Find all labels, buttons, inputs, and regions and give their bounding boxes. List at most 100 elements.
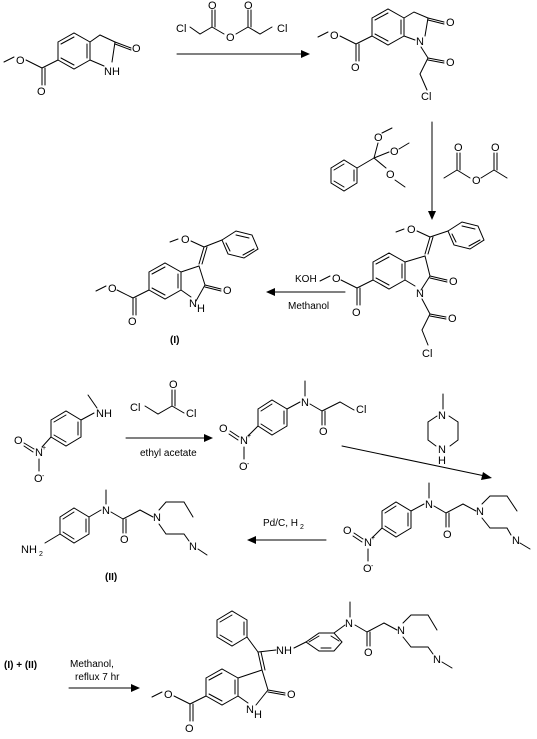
- charge-plus: +: [247, 433, 251, 440]
- reagent-methanol: Methanol: [288, 301, 329, 312]
- reaction-arrow-6: [247, 536, 327, 544]
- atom-N: N: [438, 444, 446, 456]
- chloroacetamide-intermediate: N O Cl N + O O -: [219, 380, 366, 473]
- reagent-koh: KOH: [295, 274, 317, 285]
- atom-O: O: [446, 57, 455, 69]
- atom-O: O: [330, 30, 339, 42]
- n-methyl-4-nitroaniline: NH N + O O -: [14, 394, 112, 485]
- n-chloroacetyl-oxindole: O N O Cl O O: [317, 8, 455, 103]
- atom-N: N: [512, 535, 520, 547]
- atom-N: N: [364, 537, 372, 549]
- atom-Cl: Cl: [422, 348, 432, 360]
- compound-label-I: (I): [170, 335, 179, 346]
- atom-N: N: [246, 704, 254, 716]
- atom-H: H: [112, 66, 120, 78]
- atom-N: N: [397, 625, 405, 637]
- atom-N: N: [240, 435, 248, 447]
- charge-plus: +: [371, 535, 375, 542]
- atom-O: O: [364, 647, 373, 659]
- reaction-arrow-2: [428, 121, 436, 220]
- atom-O: O: [34, 473, 43, 485]
- atom-O: O: [454, 142, 463, 154]
- atom-H: H: [254, 709, 262, 721]
- atom-Cl: Cl: [277, 23, 287, 35]
- atom-O: O: [185, 723, 194, 735]
- atom-O: O: [132, 43, 141, 55]
- subscript-2: 2: [39, 551, 43, 558]
- atom-O: O: [374, 132, 383, 144]
- charge-minus: -: [247, 461, 250, 468]
- atom-N: N: [438, 410, 446, 422]
- atom-O: O: [226, 32, 235, 44]
- atom-N: N: [102, 505, 110, 517]
- atom-N: N: [425, 499, 433, 511]
- atom-O: O: [219, 423, 228, 435]
- atom-O: O: [239, 461, 248, 473]
- atom-O: O: [14, 435, 23, 447]
- atom-NH: NH: [21, 544, 37, 556]
- atom-NH: NH: [96, 408, 112, 420]
- atom-O: O: [472, 175, 481, 187]
- acetic-anhydride: O O O: [443, 142, 508, 187]
- atom-Cl: Cl: [176, 23, 186, 35]
- reagent-methanol-reflux-1: Methanol,: [70, 659, 114, 670]
- atom-O: O: [390, 146, 399, 158]
- reagent-ethyl-acetate: ethyl acetate: [140, 448, 197, 459]
- reactants-I-plus-II: (I) + (II): [4, 660, 37, 671]
- compound-label-II: (II): [105, 572, 117, 583]
- atom-O: O: [16, 55, 25, 67]
- atom-Cl: Cl: [356, 404, 366, 416]
- atom-O: O: [351, 62, 360, 74]
- atom-N: N: [189, 541, 197, 553]
- atom-O: O: [164, 689, 173, 701]
- compound-II-structure: N O N N NH 2: [21, 489, 208, 558]
- charge-plus: +: [42, 445, 46, 452]
- atom-O: O: [363, 563, 372, 575]
- atom-N: N: [35, 447, 43, 459]
- reaction-arrow-7: [68, 684, 140, 692]
- atom-O: O: [491, 142, 500, 154]
- atom-O: O: [386, 169, 395, 181]
- atom-O: O: [169, 379, 178, 391]
- atom-N: N: [416, 36, 424, 48]
- methyl-oxindole-carboxylate: O N H O O: [3, 32, 141, 98]
- atom-Cl: Cl: [421, 91, 431, 103]
- charge-minus: -: [371, 563, 374, 570]
- atom-N: N: [433, 654, 441, 666]
- atom-O: O: [407, 224, 416, 236]
- atom-O: O: [443, 529, 452, 541]
- reaction-arrow-5: [341, 445, 492, 480]
- atom-O: O: [448, 313, 457, 325]
- trimethyl-orthobenzoate: O O O: [330, 127, 410, 192]
- atom-N: N: [345, 618, 353, 630]
- atom-O: O: [128, 316, 137, 328]
- chloroacetyl-chloride: Cl O Cl: [130, 379, 196, 420]
- atom-O: O: [446, 17, 455, 29]
- atom-O: O: [208, 0, 217, 12]
- atom-Cl: Cl: [186, 408, 196, 420]
- atom-O: O: [449, 276, 458, 288]
- atom-O: O: [181, 234, 190, 246]
- atom-O: O: [108, 283, 117, 295]
- atom-H: H: [197, 303, 205, 315]
- n-methylpiperazine: N N H: [427, 393, 459, 467]
- subscript-2: 2: [300, 524, 304, 531]
- atom-O: O: [343, 525, 352, 537]
- atom-O: O: [332, 273, 341, 285]
- atom-O: O: [244, 0, 253, 12]
- reagent-pd-c-h2: Pd/C, H: [263, 518, 298, 529]
- atom-NH: NH: [276, 645, 292, 657]
- atom-N: N: [476, 506, 484, 518]
- atom-O: O: [319, 426, 328, 438]
- charge-minus: -: [42, 473, 45, 480]
- atom-O: O: [120, 534, 129, 546]
- compound-I-structure: O O N H O O: [95, 230, 259, 328]
- reagent-methanol-reflux-2: reflux 7 hr: [75, 672, 120, 683]
- atom-N: N: [301, 397, 309, 409]
- piperazinyl-nitro-intermediate: N O N N N + O O -: [343, 482, 531, 575]
- atom-O: O: [223, 285, 232, 297]
- methoxybenzylidene-chloroacetyl-oxindole: O O N O Cl O O: [319, 221, 485, 360]
- reaction-arrow-4: [125, 434, 213, 442]
- atom-N: N: [189, 298, 197, 310]
